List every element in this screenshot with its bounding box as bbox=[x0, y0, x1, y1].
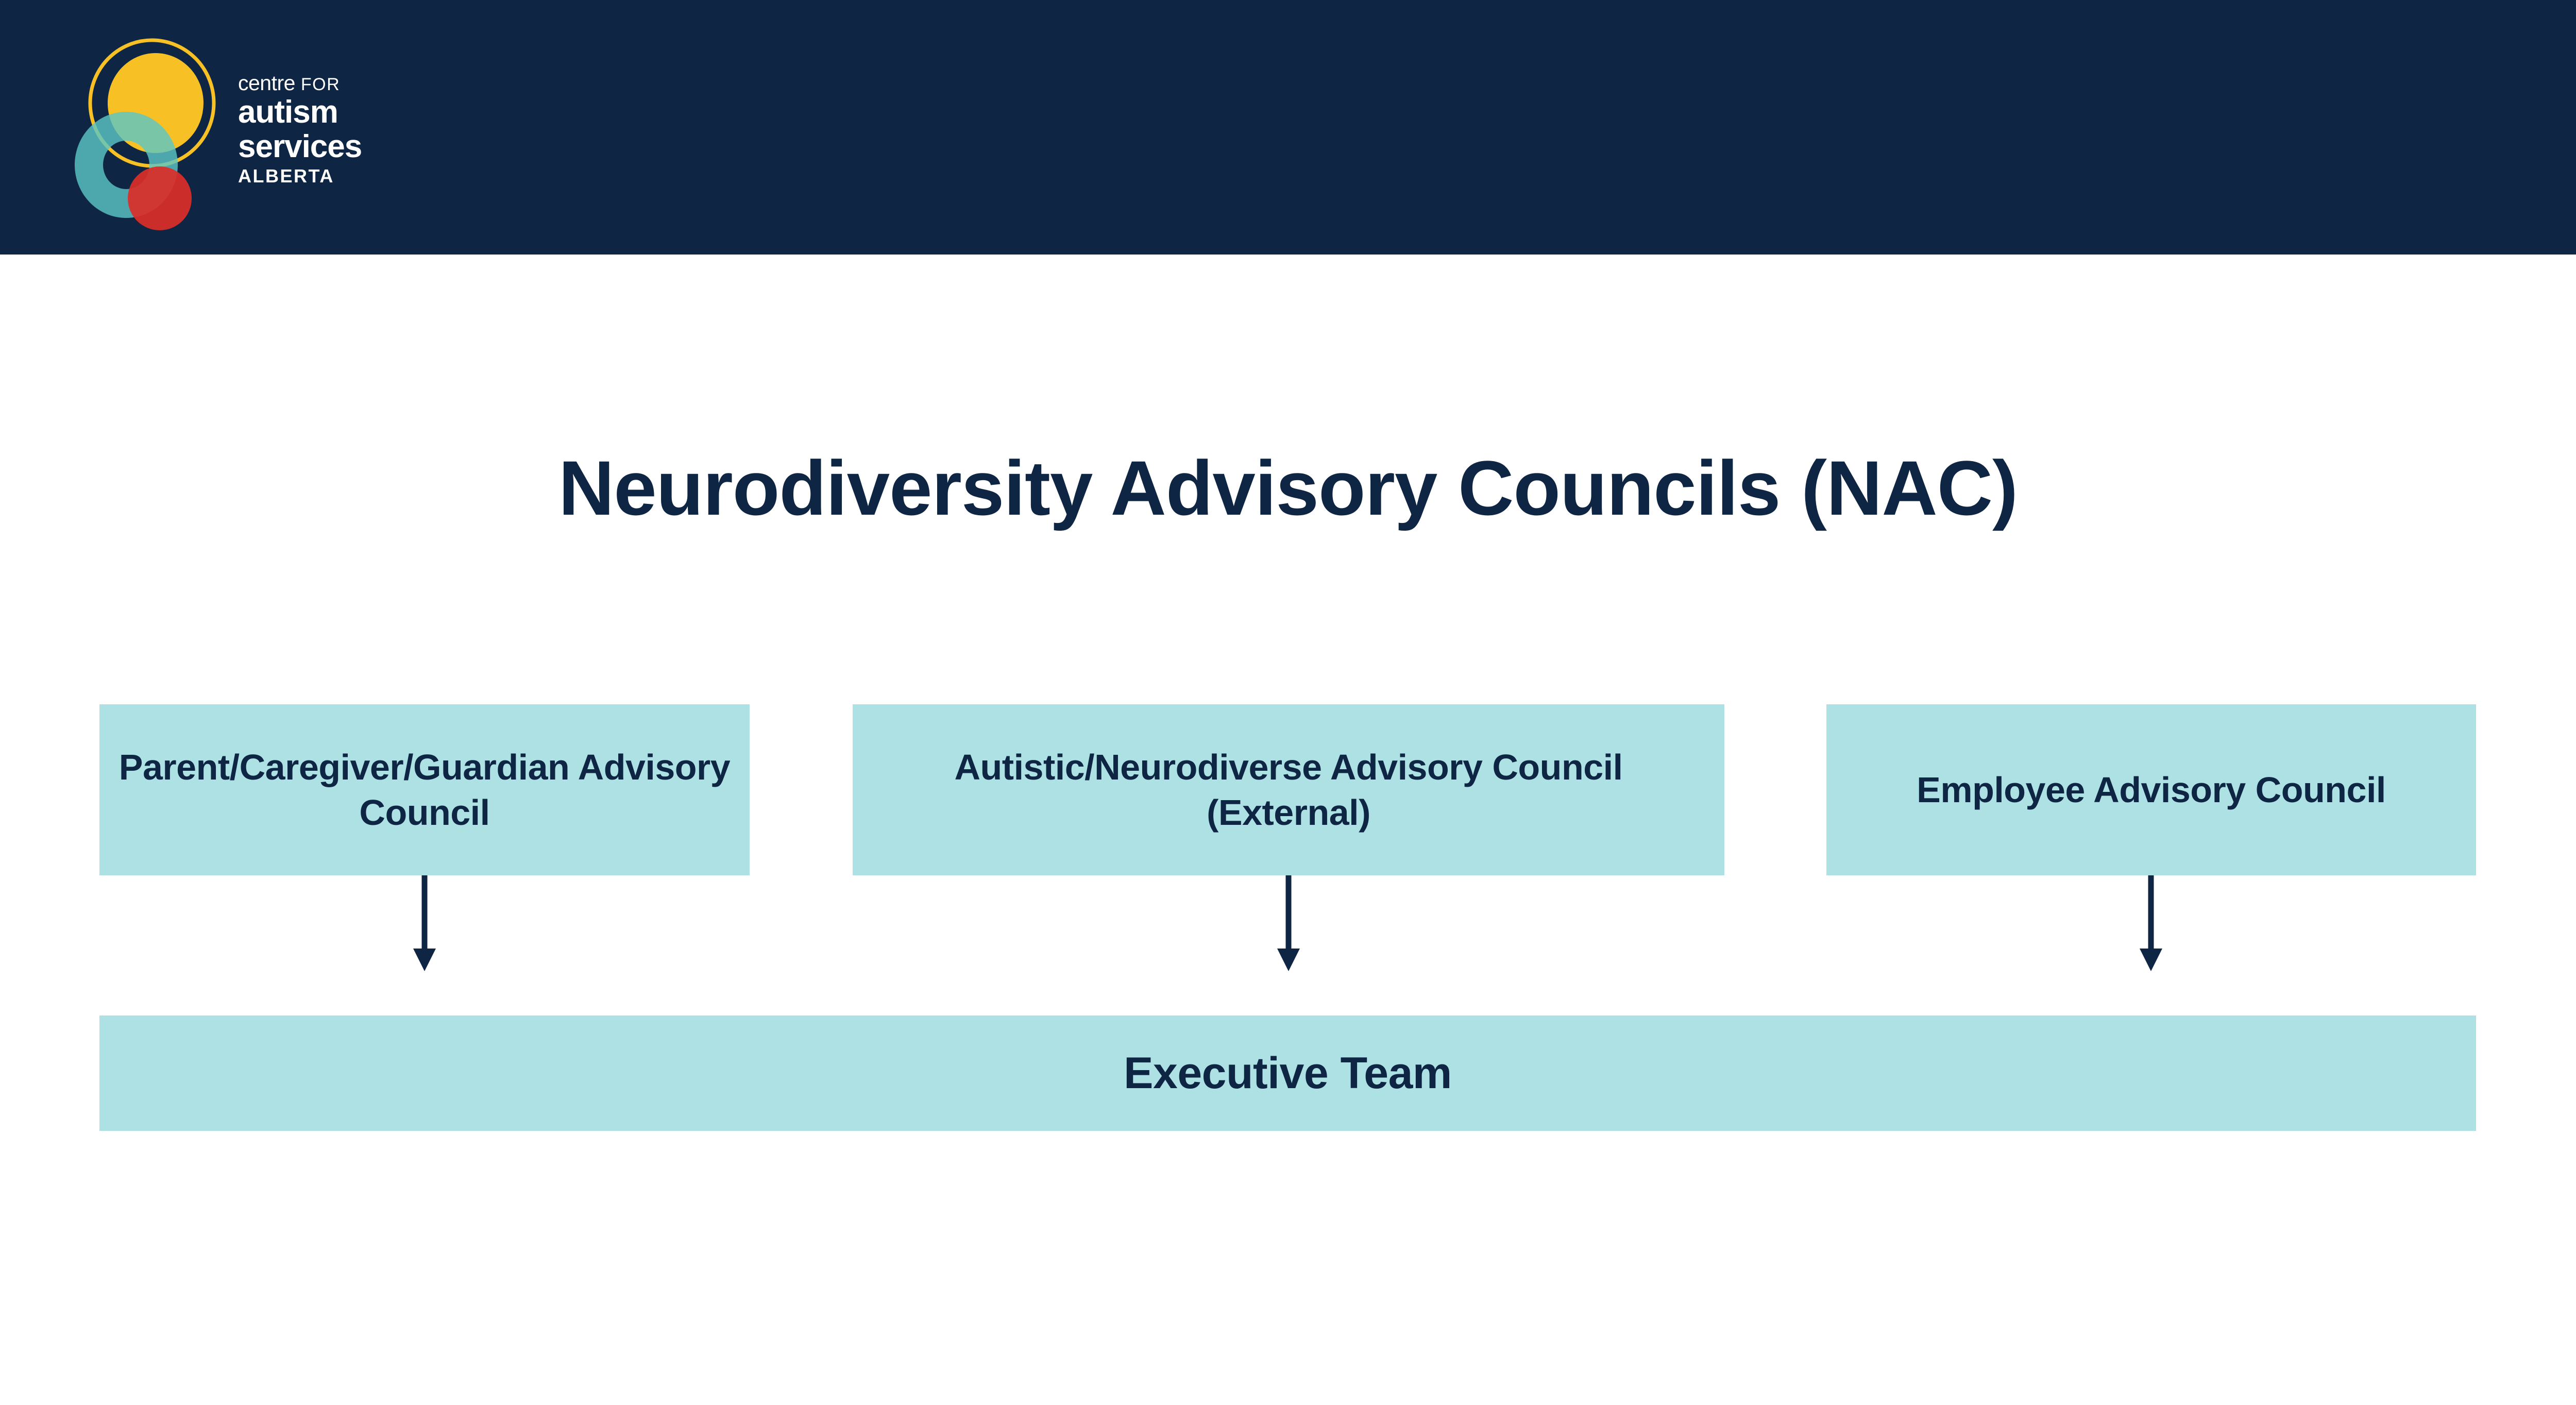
logo-group: centre FOR autism services ALBERTA bbox=[57, 21, 366, 237]
connector-arrow-down-icon bbox=[413, 875, 436, 971]
council-box-label: Employee Advisory Council bbox=[1917, 769, 2386, 810]
executive-team-label: Executive Team bbox=[1124, 1048, 1452, 1098]
logo-mark-icon bbox=[75, 38, 216, 230]
logo-line-autism: autism bbox=[238, 94, 338, 130]
logo-wordmark: centre FOR autism services ALBERTA bbox=[238, 71, 362, 187]
council-box-autistic-neurodiverse[interactable]: Autistic/Neurodiverse Advisory Council (… bbox=[853, 704, 1724, 875]
page-title: Neurodiversity Advisory Councils (NAC) bbox=[558, 445, 2018, 531]
logo-line-centre-for: centre FOR bbox=[238, 71, 341, 95]
council-box-label: Autistic/Neurodiverse Advisory Council (… bbox=[954, 747, 1623, 833]
council-box-employee[interactable]: Employee Advisory Council bbox=[1826, 704, 2476, 875]
executive-team-box[interactable]: Executive Team bbox=[99, 1015, 2476, 1131]
council-box-label: Parent/Caregiver/Guardian Advisory Counc… bbox=[118, 747, 731, 833]
header-bar: centre FOR autism services ALBERTA bbox=[0, 0, 2576, 255]
council-box-parent-caregiver-guardian[interactable]: Parent/Caregiver/Guardian Advisory Counc… bbox=[99, 704, 750, 875]
connector-arrow-down-icon bbox=[2140, 875, 2162, 971]
connector-arrow-down-icon bbox=[1277, 875, 1300, 971]
logo-line-alberta: ALBERTA bbox=[238, 165, 334, 187]
logo-line-services: services bbox=[238, 128, 362, 164]
